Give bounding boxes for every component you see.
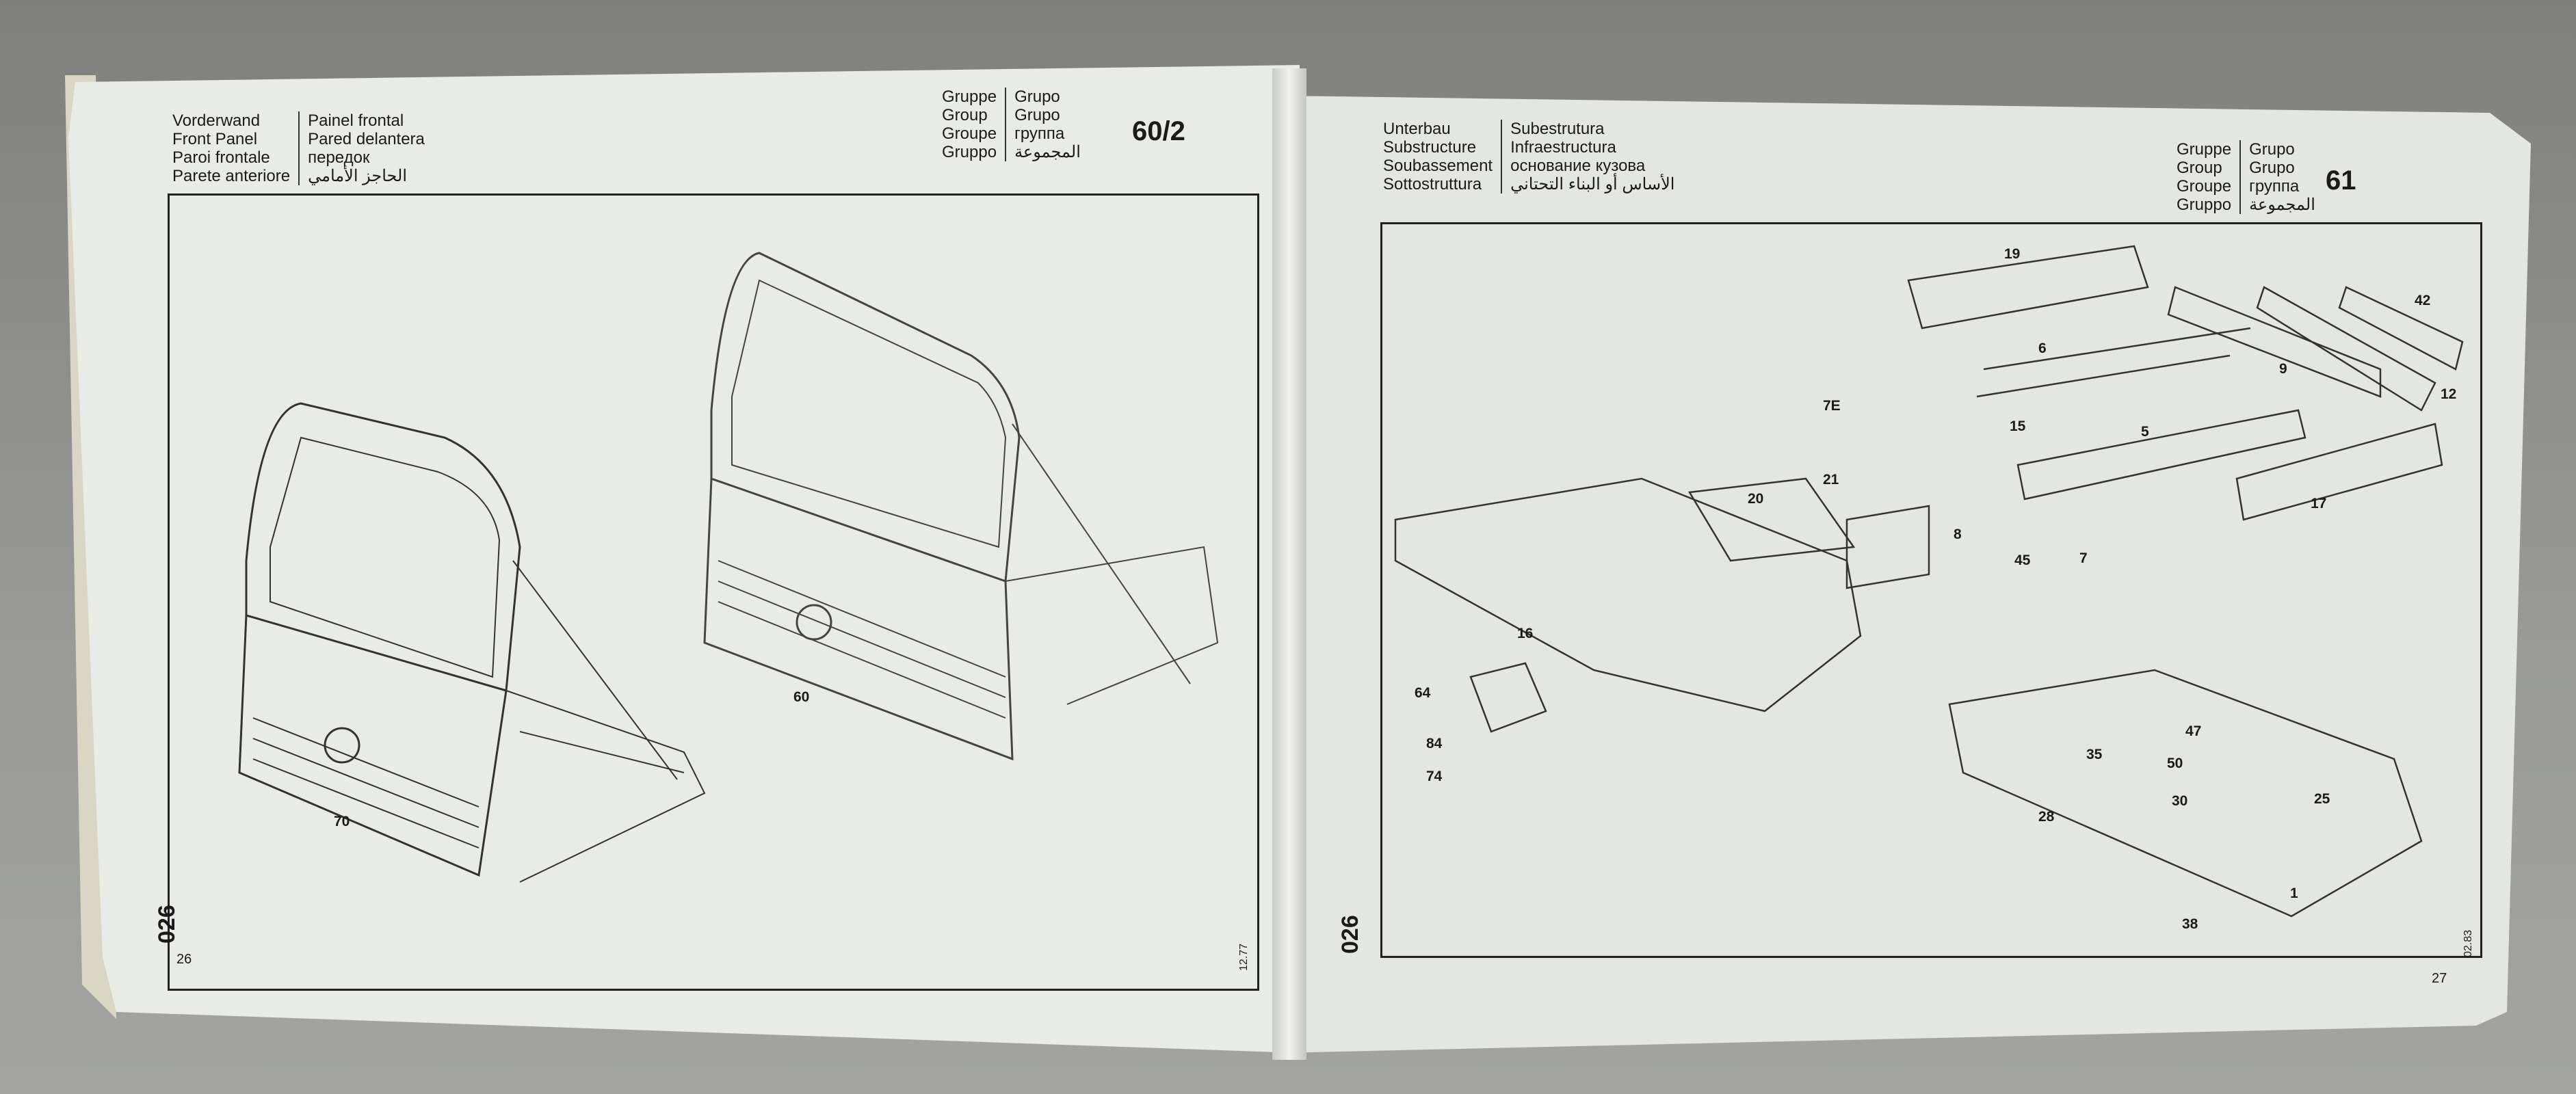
title-es: Infraestructura [1510, 138, 1616, 157]
part-label: 15 [2010, 418, 2026, 434]
part-label: 47 [2185, 723, 2202, 739]
group-label: Groupe [942, 124, 997, 143]
group-label: группа [2249, 177, 2300, 196]
part-label: 25 [2314, 791, 2330, 807]
part-label: 50 [2167, 756, 2183, 771]
group-label: Gruppo [2177, 196, 2232, 214]
part-label: 30 [2172, 793, 2188, 809]
title-pt: Subestrutura [1510, 120, 1605, 138]
title-en: Front Panel [172, 130, 258, 148]
part-label: 1 [2290, 885, 2298, 901]
title-it: Sottostruttura [1383, 175, 1482, 194]
group-label: Grupo [2249, 140, 2295, 159]
part-label: 60 [793, 689, 810, 705]
part-label: 19 [2004, 246, 2021, 262]
group-label: Group [2177, 159, 2222, 177]
title-fr: Paroi frontale [172, 148, 270, 167]
title-pt: Painel frontal [308, 111, 404, 130]
title-ru: основание кузова [1510, 157, 1646, 175]
title-fr: Soubassement [1383, 157, 1493, 175]
part-label: 9 [2279, 361, 2287, 377]
part-label: 84 [1426, 736, 1443, 751]
left-title-block: Vorderwand Front Panel Paroi frontale Pa… [164, 111, 433, 185]
group-label: Gruppe [2177, 140, 2232, 159]
part-label: 20 [1748, 491, 1764, 507]
part-label: 45 [2014, 552, 2031, 568]
part-label: 21 [1823, 472, 1839, 488]
part-label: 64 [1415, 685, 1431, 701]
part-label: 5 [2141, 424, 2149, 440]
group-label: Grupo [2249, 159, 2295, 177]
book-spine [1272, 68, 1306, 1060]
group-label: المجموعة [1014, 143, 1081, 161]
part-label: 12 [2441, 386, 2457, 402]
substructure-exploded-view [1394, 245, 2464, 918]
group-label: Grupo [1014, 88, 1060, 106]
cab-drawing-60 [703, 252, 1219, 761]
group-number: 61 [2326, 165, 2356, 196]
group-label: Group [942, 106, 988, 124]
part-label: 6 [2038, 341, 2047, 356]
title-en: Substructure [1383, 138, 1477, 157]
group-label: Gruppo [942, 143, 997, 161]
title-de: Unterbau [1383, 120, 1451, 138]
part-label: 17 [2311, 496, 2327, 511]
group-label: Gruppe [942, 88, 997, 106]
group-label: Grupo [1014, 106, 1060, 124]
part-label: 38 [2182, 916, 2198, 932]
part-label: 16 [1517, 626, 1534, 641]
group-label: Groupe [2177, 177, 2232, 196]
group-label: المجموعة [2249, 196, 2315, 214]
part-label: 70 [334, 814, 350, 829]
part-label: 8 [1954, 526, 1962, 542]
title-ar: الحاجز الأمامي [308, 167, 408, 185]
group-label: группа [1014, 124, 1065, 143]
title-col-2: Painel frontal Pared delantera передок ا… [298, 111, 433, 185]
title-ru: передок [308, 148, 370, 167]
page-number: 26 [176, 952, 192, 967]
title-it: Parete anteriore [172, 167, 291, 185]
cab-drawing-70 [238, 402, 706, 883]
right-illustration-frame [1380, 222, 2482, 958]
part-label: 74 [1426, 769, 1443, 784]
title-de: Vorderwand [172, 111, 261, 130]
title-col-1: Vorderwand Front Panel Paroi frontale Pa… [164, 111, 298, 185]
left-illustration-frame [168, 194, 1259, 991]
page-number: 27 [2432, 971, 2447, 986]
part-label: 7E [1823, 398, 1841, 414]
part-label: 42 [2415, 293, 2431, 308]
part-label: 35 [2086, 747, 2103, 762]
part-label: 7 [2079, 550, 2088, 566]
title-ar: الأساس أو البناء التحتاني [1510, 175, 1675, 194]
title-es: Pared delantera [308, 130, 425, 148]
part-label: 28 [2038, 809, 2055, 825]
group-number: 60/2 [1132, 116, 1185, 146]
